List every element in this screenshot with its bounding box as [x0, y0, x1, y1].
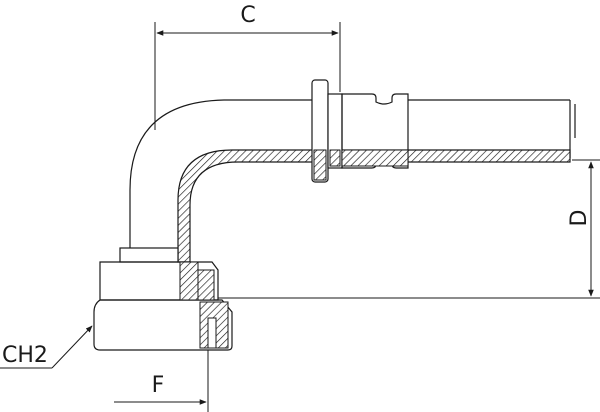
dimension-d-label: D — [567, 210, 592, 227]
neck — [119, 247, 179, 263]
dimension-d: D — [218, 159, 600, 299]
dimension-f-label: F — [152, 373, 165, 398]
ch2-label: CH2 — [2, 343, 48, 368]
tube-wall-section — [177, 149, 571, 263]
collar-ring — [311, 79, 343, 183]
swivel-nut — [93, 261, 233, 351]
dimension-c-label: C — [240, 3, 255, 28]
dimension-c: C — [154, 3, 341, 130]
ferrule-sleeve — [341, 93, 570, 169]
ch2-callout: CH2 — [0, 325, 93, 369]
dimension-f: F — [114, 350, 209, 412]
